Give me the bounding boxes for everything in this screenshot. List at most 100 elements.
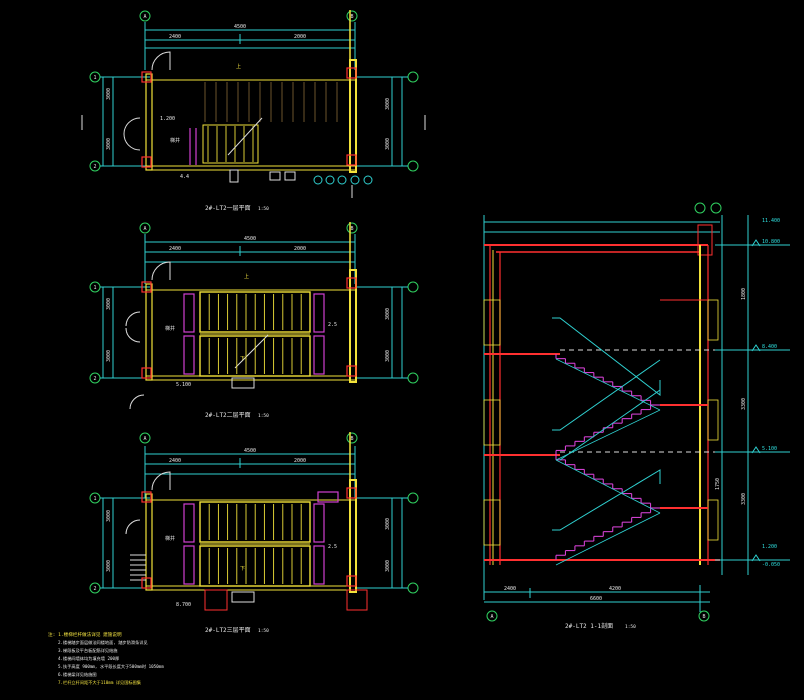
- plan1-fixtures: [229, 169, 373, 198]
- section-level-6: -0.050: [762, 562, 780, 568]
- plan3-label-well: 梯井: [165, 535, 175, 542]
- section-stair-flights: [555, 354, 661, 566]
- section-level-4: 5.100: [762, 446, 777, 452]
- plan1-stair-flight: [189, 117, 263, 165]
- note-line-4: 4.楼梯间墙体均为填充墙 200厚: [58, 655, 119, 662]
- plan1-walls: [145, 10, 357, 173]
- stair-section: 1800 3300 3300 1750 11.400 10.800 8.400 …: [483, 202, 790, 630]
- plan3-scale: 1:50: [258, 628, 269, 634]
- plan1-right-dim-2: 3000: [385, 138, 391, 150]
- section-bubble-b: B: [702, 614, 705, 620]
- plan3-seg-dim-2: 2000: [294, 458, 306, 464]
- section-level-3: 8.400: [762, 344, 777, 350]
- plan2-label-down: 下: [240, 356, 245, 362]
- note-line-3: 3.梯段板及平台板配筋详见结施: [58, 647, 118, 654]
- plan3-label-misc: 2.5: [328, 544, 337, 550]
- plan1-title: 2#-LT2一层平面: [205, 205, 251, 212]
- plan1-dim-sides: 3000 3000 3000 3000: [81, 76, 426, 167]
- plan2-label-well: 梯井: [165, 325, 175, 332]
- section-bottom-dims: 2400 4200 6600 A B: [484, 585, 710, 622]
- plan2-title: 2#-LT2二层平面: [205, 412, 251, 419]
- plan1-left-dim-2: 3000: [106, 138, 112, 150]
- plan3-label-down: 下: [240, 566, 245, 572]
- plan2-baluster-hatch: [183, 293, 325, 375]
- plan2-door: [125, 261, 171, 410]
- plan2-bubble-2: 2: [93, 376, 96, 382]
- plan2-left-dim-1: 3000: [106, 298, 112, 310]
- section-top-axis: [483, 202, 722, 600]
- plan3-stair-flight: [199, 501, 311, 603]
- section-roof: [484, 224, 713, 256]
- plan1-label-well: 梯井: [170, 137, 180, 144]
- plan1-door: [123, 51, 171, 151]
- plan3-bubble-1: 1: [93, 496, 96, 502]
- plan2-dim-top: 4500 2400 2000: [144, 234, 356, 284]
- plan3-bubble-a: A: [143, 436, 146, 442]
- plan1-bubble-2: 2: [93, 164, 96, 170]
- plan2-right-dim-2: 3000: [385, 350, 391, 362]
- note-line-2: 2.楼梯踏步面层做法同楼地面, 踏步防滑条详见: [58, 639, 148, 646]
- plan1-bubble-a: A: [143, 14, 146, 20]
- plan3-door: [125, 471, 171, 535]
- plan2-seg-dim-1: 2400: [169, 246, 181, 252]
- plan3-bubble-b: B: [350, 436, 353, 442]
- plan2-stair-flight: [199, 291, 311, 389]
- plan3-overall-dim: 4500: [244, 448, 256, 454]
- plan1-scale: 1:50: [258, 206, 269, 212]
- plan3-columns: [141, 487, 368, 611]
- plan3-left-dim-2: 3000: [106, 560, 112, 572]
- section-right-dim-3: 3300: [741, 493, 747, 505]
- stair-soffit: [555, 409, 661, 461]
- plan1-stair-treads: [204, 82, 338, 162]
- section-right-dim-1: 1800: [741, 288, 747, 300]
- plan-second-floor: 4500 2400 2000 A B 1 2 3000 3000: [89, 222, 419, 419]
- plan3-bubble-2: 2: [93, 586, 96, 592]
- plan1-label-misc: 4.4: [180, 174, 189, 180]
- plan3-right-dim-2: 3000: [385, 560, 391, 572]
- general-notes: 注: 1.楼梯栏杆做法详见 建施说明 2.楼梯踏步面层做法同楼地面, 踏步防滑条…: [48, 631, 164, 686]
- section-right-dim-4: 1750: [715, 478, 721, 490]
- section-level-1: 11.400: [762, 218, 780, 224]
- section-scale: 1:50: [625, 624, 636, 630]
- plan2-label-elev: 5.100: [176, 382, 191, 388]
- plan1-columns: [141, 67, 357, 168]
- stair-soffit: [555, 512, 661, 566]
- section-elevations: 11.400 10.800 8.400 5.100 1.200 -0.050: [751, 218, 780, 568]
- plan2-left-dim-2: 3000: [106, 350, 112, 362]
- plan1-label-up: 上: [236, 63, 241, 70]
- plan3-baluster-hatch: [183, 491, 339, 585]
- stair-soffit: [555, 358, 661, 411]
- section-left-wall: [483, 245, 501, 565]
- plan2-columns: [141, 277, 357, 379]
- section-bottom-dim-1: 2400: [504, 586, 516, 592]
- plan2-bubble-b: B: [350, 226, 353, 232]
- plan2-dim-sides: 3000 3000 3000 3000: [100, 286, 408, 379]
- plan3-stair-treads: [208, 504, 302, 584]
- plan1-axis-bubbles: A B 1 2: [89, 10, 419, 172]
- plan3-axis-bubbles: A B 1 2: [89, 432, 419, 594]
- plan2-overall-dim: 4500: [244, 236, 256, 242]
- plan3-right-dim-1: 3000: [385, 518, 391, 530]
- section-balustrades: [552, 317, 661, 531]
- plan-first-floor: 4500 2400 2000 A B 1 2 3000 3000: [81, 10, 426, 212]
- plan3-left-dim-1: 3000: [106, 510, 112, 522]
- plan1-label-elev: 1.200: [160, 116, 175, 122]
- plan1-bubble-1: 1: [93, 75, 96, 81]
- plan2-seg-dim-2: 2000: [294, 246, 306, 252]
- plan1-dim-top: 4500 2400 2000: [144, 22, 356, 70]
- plan1-left-dim-1: 3000: [106, 88, 112, 100]
- note-line-5: 5.扶手高度 900mm, 水平段长度大于500mm时 1050mm: [58, 663, 164, 670]
- plan2-right-dim-1: 3000: [385, 308, 391, 320]
- plan2-label-misc: 2.5: [328, 322, 337, 328]
- plan2-stair-treads: [208, 294, 302, 374]
- section-level-5: 1.200: [762, 544, 777, 550]
- plan3-label-elev: 8.700: [176, 602, 191, 608]
- plan2-bubble-1: 1: [93, 285, 96, 291]
- plan1-seg-dim-1: 2400: [169, 34, 181, 40]
- plan3-dim-top: 4500 2400 2000: [144, 446, 356, 498]
- stair-soffit: [555, 459, 661, 514]
- section-bottom-dim-2: 4200: [609, 586, 621, 592]
- section-right-dim-2: 3300: [741, 398, 747, 410]
- plan1-right-dim-1: 3000: [385, 98, 391, 110]
